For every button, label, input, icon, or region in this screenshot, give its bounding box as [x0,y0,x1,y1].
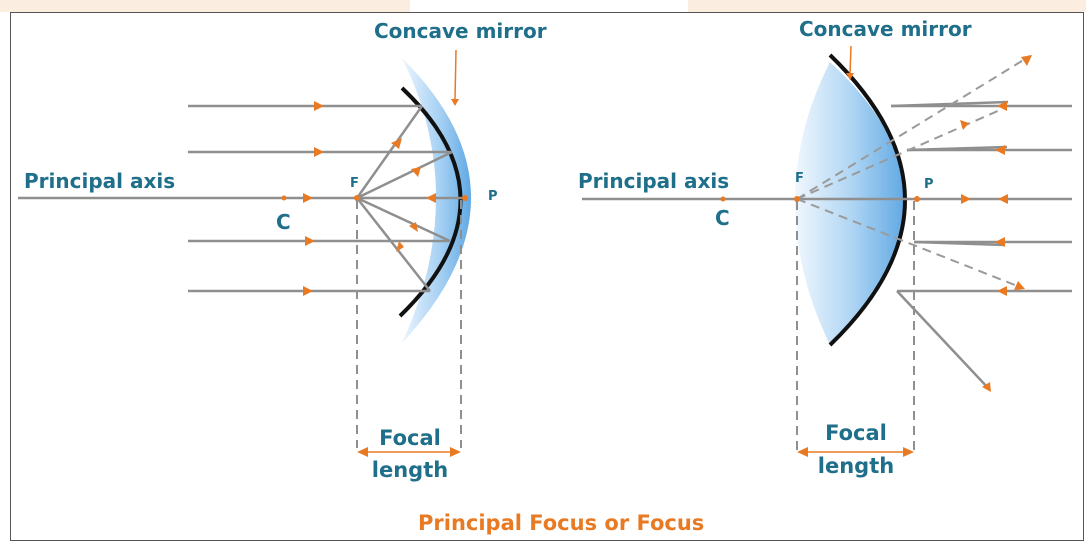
right-arrow [1021,55,1032,66]
left-point-p-label: P [488,189,498,204]
top-band-right [688,0,1086,12]
left-arrow [303,286,313,296]
right-arrow [997,286,1007,296]
right-point-f-dot [794,196,800,202]
left-reflected-ray-4 [356,197,431,292]
right-virtual-ray-1 [796,55,1031,200]
right-arrow [995,237,1005,247]
right-diagram [582,45,1072,457]
right-arrow [961,194,971,204]
left-mirror-label-pointer [454,49,457,101]
right-point-c-dot [720,196,726,202]
right-point-p-dot [914,196,920,202]
right-arrow [1014,281,1025,290]
right-arrow [995,145,1005,155]
right-point-f-label: F [795,171,804,186]
left-arrow [396,241,404,252]
left-arrow [314,101,324,111]
left-focal-label-line1: Focal [379,426,441,450]
left-arrow [409,222,418,232]
right-reflected-ray-1 [890,100,1009,108]
right-reflected-ray-4 [896,290,991,391]
left-point-p-dot [462,195,468,201]
right-mirror-glass [795,62,905,345]
right-principal-axis-label: Principal axis [578,169,730,193]
left-arrow [303,193,313,203]
left-point-f-label: F [350,176,359,191]
left-arrow [411,167,421,177]
left-focal-label-line2: length [371,458,449,482]
right-point-p-label: P [924,177,934,192]
left-reflected-ray-3 [356,196,451,243]
left-arrow [314,147,324,157]
right-arrow [982,382,991,392]
left-point-f-dot [354,195,360,201]
left-point-c-dot [281,195,287,201]
left-focal-arrow-right [450,447,461,457]
left-mirror-label-pointer-tip [451,99,459,106]
left-mirror-glass [402,58,471,343]
right-arrow [997,101,1007,111]
left-reflected-ray-2 [356,150,453,200]
left-diagram [18,49,471,457]
right-reflected-ray-2 [906,145,1008,152]
right-arrow [998,194,1008,204]
right-focal-arrow-left [797,447,808,457]
left-focal-arrow-left [357,447,368,457]
right-focal-label-line2: length [817,454,895,478]
left-arrow [391,138,402,149]
left-point-c-label: C [276,210,291,234]
right-mirror-label: Concave mirror [799,17,972,41]
top-band-left [0,0,410,12]
left-arrow [426,193,436,203]
left-reflected-ray-1 [355,105,424,199]
left-principal-axis-label: Principal axis [24,169,176,193]
left-mirror-label: Concave mirror [374,19,547,43]
right-focal-label-line1: Focal [825,421,887,445]
right-mirror-label-pointer [849,45,852,75]
right-point-c-label: C [715,206,730,230]
right-mirror-label-pointer-tip [846,73,854,80]
right-focal-arrow-right [903,447,914,457]
right-reflected-ray-3 [913,240,1006,247]
left-arrow [305,236,315,246]
principal-focus-caption: Principal Focus or Focus [418,511,705,535]
right-arrow [960,120,969,130]
right-virtual-ray-3 [796,198,1021,288]
